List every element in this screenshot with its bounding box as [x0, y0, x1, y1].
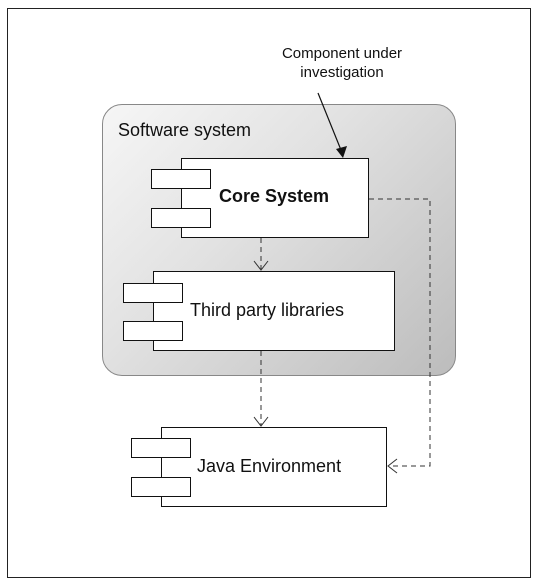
java-port-bottom-icon [131, 477, 191, 497]
component-java-environment [161, 427, 387, 507]
annotation-line-1: Component under [281, 45, 403, 62]
core-system-port-top-icon [151, 169, 211, 189]
annotation-arrow [317, 92, 344, 156]
component-third-party-libraries [153, 271, 395, 351]
annotation-note: Component under investigation [262, 44, 422, 82]
annotation-line-2: investigation [300, 64, 384, 81]
software-system-title: Software system [118, 120, 252, 140]
core-system-label: Core System [219, 186, 330, 206]
third-party-port-bottom-icon [123, 321, 183, 341]
java-port-top-icon [131, 438, 191, 458]
dependency-third-party-to-java-arrowhead-icon [253, 416, 269, 427]
dependency-core-to-third-party-arrowhead-icon [253, 260, 269, 271]
third-party-libraries-label: Third party libraries [190, 300, 345, 320]
annotation-arrowhead-icon [336, 146, 347, 158]
component-core-system [181, 158, 369, 238]
core-system-port-bottom-icon [151, 208, 211, 228]
dependency-core-to-java [369, 198, 431, 467]
java-environment-label: Java Environment [197, 456, 342, 476]
dependency-core-to-java-arrowhead-icon [387, 458, 398, 474]
third-party-port-top-icon [123, 283, 183, 303]
